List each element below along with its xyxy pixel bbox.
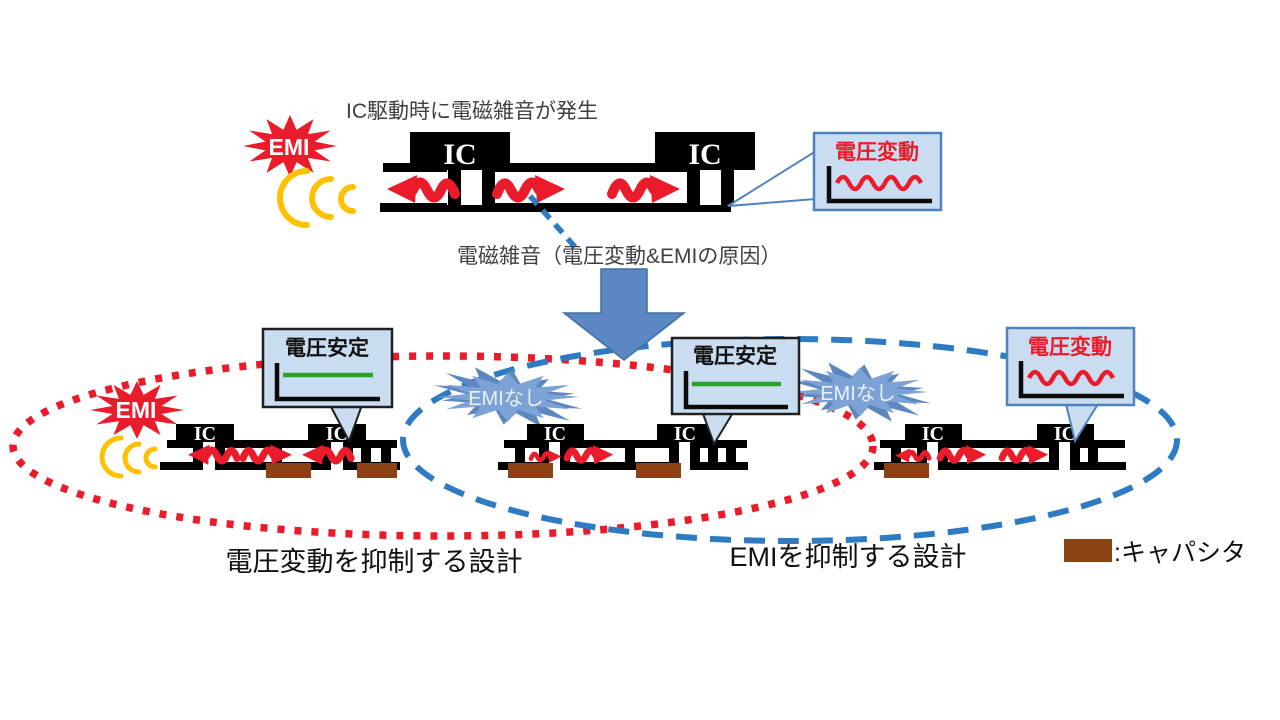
capacitor-swatch xyxy=(1064,539,1112,562)
ic-chip-label: IC xyxy=(674,423,696,445)
emi-burst-left: EMI xyxy=(90,381,184,439)
noise-note: 電磁雑音（電圧変動&EMIの原因） xyxy=(457,245,781,268)
graph-axes-icon xyxy=(274,363,380,402)
blue-dashed-group-ellipse xyxy=(400,336,1180,544)
callout-title: 電圧変動 xyxy=(1028,335,1112,359)
voltage-fluctuation-callout-right: 電圧変動 xyxy=(1005,326,1136,444)
board-middle: IC IC xyxy=(498,423,748,478)
capacitor xyxy=(266,463,311,478)
ic-chip xyxy=(655,132,755,170)
graph-axes-icon xyxy=(683,371,788,410)
emi-waves-left-icon xyxy=(99,435,158,479)
emi-burst-left-label: EMI xyxy=(116,397,157,423)
ic-chip xyxy=(905,424,962,442)
no-emi-burst-middle: EMIなし xyxy=(429,357,587,437)
callout-title: 電圧安定 xyxy=(285,336,369,360)
capacitor-legend-label: :キャパシタ xyxy=(1114,539,1246,567)
capacitor xyxy=(636,463,681,478)
board-left: IC IC xyxy=(160,423,400,478)
top-caption: IC駆動時に電磁雑音が発生 xyxy=(346,100,598,123)
callout-title: 電圧安定 xyxy=(693,344,777,368)
ic-chip-label: IC xyxy=(688,138,721,171)
capacitor-legend: :キャパシタ xyxy=(1064,539,1246,567)
capacitor xyxy=(508,463,553,478)
graph-axes-icon xyxy=(1018,361,1124,399)
voltage-stable-callout-left: 電圧安定 xyxy=(261,327,394,444)
ic-chip-label: IC xyxy=(544,423,566,445)
capacitor xyxy=(357,463,397,478)
fluctuating-voltage-curve xyxy=(1026,369,1116,387)
ic-chip-label: IC xyxy=(194,423,216,445)
emi-waves-top-icon xyxy=(277,168,356,228)
red-dotted-group-ellipse xyxy=(9,352,877,540)
ic-chip xyxy=(527,424,584,442)
emi-burst-top: EMI xyxy=(243,115,337,177)
ic-chip xyxy=(657,424,714,442)
ic-chip xyxy=(176,424,234,442)
no-emi-burst-right: EMIなし xyxy=(784,353,936,431)
ic-chip-label: IC xyxy=(922,423,944,445)
board-right: IC IC xyxy=(874,423,1126,478)
design-label-right: EMIを抑制する設計 xyxy=(729,542,966,572)
callout-title: 電圧変動 xyxy=(835,140,919,164)
down-arrow-icon xyxy=(561,268,687,361)
no-emi-burst-right-label: EMIなし xyxy=(820,383,896,405)
graph-axes-icon xyxy=(826,166,932,204)
capacitor xyxy=(884,463,929,478)
ic-chip-label: IC xyxy=(1054,423,1076,445)
voltage-fluctuation-callout-top: 電圧変動 xyxy=(727,131,943,212)
voltage-stable-callout-middle: 電圧安定 xyxy=(670,336,801,447)
fluctuating-voltage-curve xyxy=(834,174,924,192)
design-label-left: 電圧変動を抑制する設計 xyxy=(226,547,523,577)
no-emi-burst-middle-label: EMIなし xyxy=(468,388,544,410)
top-board: IC IC xyxy=(380,132,755,212)
ic-chip-label: IC xyxy=(443,138,476,171)
emi-burst-top-label: EMI xyxy=(269,134,310,160)
ic-chip xyxy=(410,132,510,170)
